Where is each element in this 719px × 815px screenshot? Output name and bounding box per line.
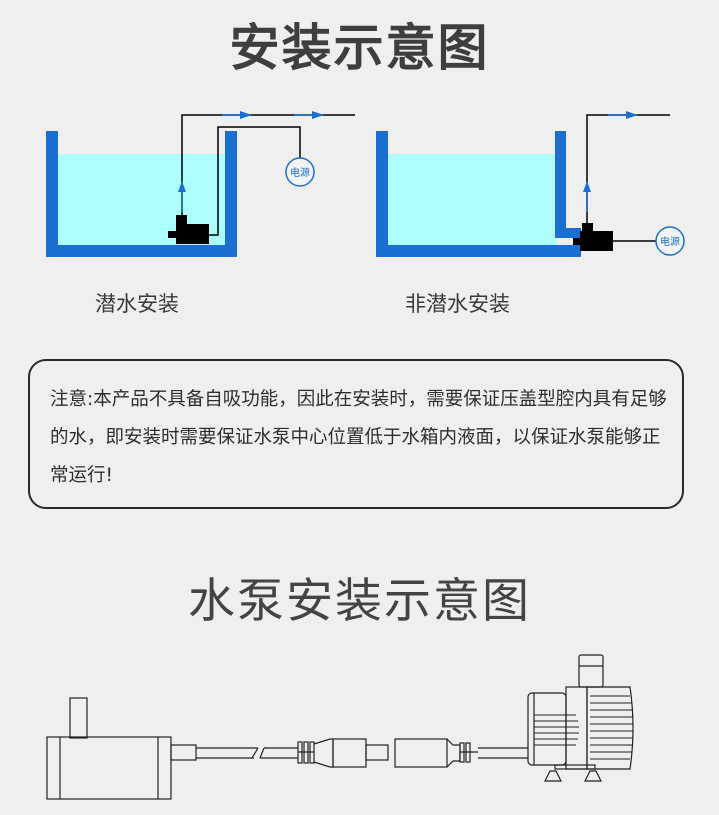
- flow-arrow-up-icon: [178, 181, 186, 192]
- pump-icon: [168, 215, 209, 244]
- power-source-icon: 电源: [285, 157, 315, 187]
- tank-right-wall: [225, 131, 237, 257]
- power-cable: [208, 126, 301, 236]
- cable: [196, 747, 298, 759]
- notice-box: 注意:本产品不具备自吸功能，因此在安装时，需要保证压盖型腔内具有足够的水，即安装…: [28, 359, 684, 509]
- tank-left-wall: [46, 131, 58, 257]
- power-label: 电源: [290, 166, 310, 179]
- pump-assembly-drawing: [46, 654, 634, 800]
- non-submerged-caption: 非潜水安装: [405, 292, 510, 316]
- submerged-caption: 潜水安装: [95, 292, 179, 316]
- non-submerged-installation-diagram: 电源: [376, 111, 685, 257]
- flow-arrow-up-icon: [583, 181, 591, 192]
- flow-arrow-right-icon: [312, 111, 324, 119]
- flow-arrow-right-icon: [240, 111, 252, 119]
- dc-socket-icon: [394, 738, 478, 768]
- outlet-pipe: [586, 114, 670, 225]
- pump-icon: [573, 223, 613, 251]
- water-pump-icon: [527, 654, 634, 782]
- dc-plug-icon: [297, 738, 389, 768]
- tank-right-wall: [555, 131, 566, 238]
- power-label: 电源: [660, 235, 680, 248]
- water: [387, 154, 557, 246]
- tank-bottom: [46, 245, 237, 257]
- flow-arrow-right-icon: [626, 111, 638, 119]
- tank-outlet-step: [555, 228, 581, 238]
- power-source-icon: 电源: [655, 226, 685, 256]
- power-adapter-icon: [46, 697, 197, 800]
- suction-cup-icon: [584, 770, 602, 782]
- section-title: 水泵安装示意图: [188, 574, 531, 629]
- page-title: 安装示意图: [229, 19, 490, 77]
- tank-left-wall: [376, 131, 388, 257]
- suction-cup-icon: [544, 770, 562, 782]
- notice-text: 注意:本产品不具备自吸功能，因此在安装时，需要保证压盖型腔内具有足够的水，即安装…: [50, 389, 667, 486]
- submerged-installation-diagram: 电源: [46, 111, 355, 257]
- tank-bottom: [376, 245, 581, 257]
